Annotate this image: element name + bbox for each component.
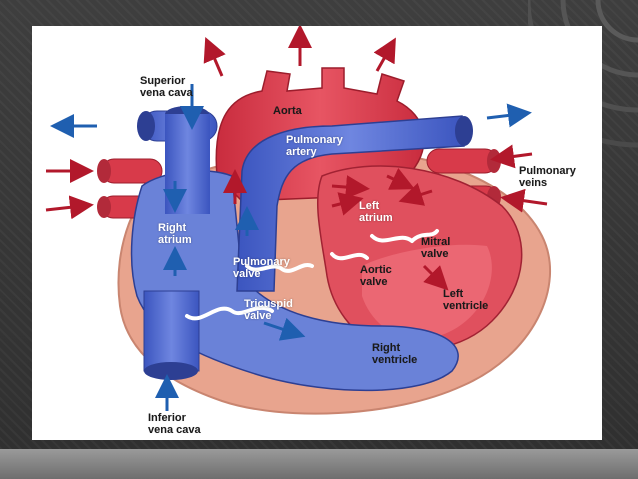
heart-valves	[185, 229, 439, 321]
red-flow-arrows	[45, 26, 548, 291]
label-aorta: Aorta	[273, 105, 302, 117]
pulmonary-artery	[236, 115, 465, 292]
slide-footer-band	[0, 449, 638, 479]
label-right-ventricle: Right ventricle	[372, 342, 418, 366]
label-inferior-vena-cava: Inferior vena cava	[148, 412, 201, 436]
label-left-atrium: Left atrium	[359, 200, 393, 224]
label-left-ventricle: Left ventricle	[443, 288, 489, 312]
inferior-vena-cava	[143, 290, 200, 380]
left-ventricle-inner	[362, 244, 492, 340]
label-pulmonary-valve: Pulmonary valve	[233, 256, 290, 280]
label-tricuspid-valve: Tricuspid valve	[244, 298, 293, 322]
blue-flow-arrows	[50, 84, 532, 411]
label-superior-vena-cava: Superior vena cava	[140, 75, 193, 99]
label-mitral-valve: Mitral valve	[421, 236, 451, 260]
label-right-atrium: Right atrium	[158, 222, 192, 246]
label-pulmonary-veins: Pulmonary veins	[519, 165, 576, 189]
pulmonary-artery-opening	[455, 116, 473, 146]
heart-diagram	[45, 26, 551, 415]
label-pulmonary-artery: Pulmonary artery	[286, 134, 343, 158]
label-aortic-valve: Aortic valve	[360, 264, 392, 288]
